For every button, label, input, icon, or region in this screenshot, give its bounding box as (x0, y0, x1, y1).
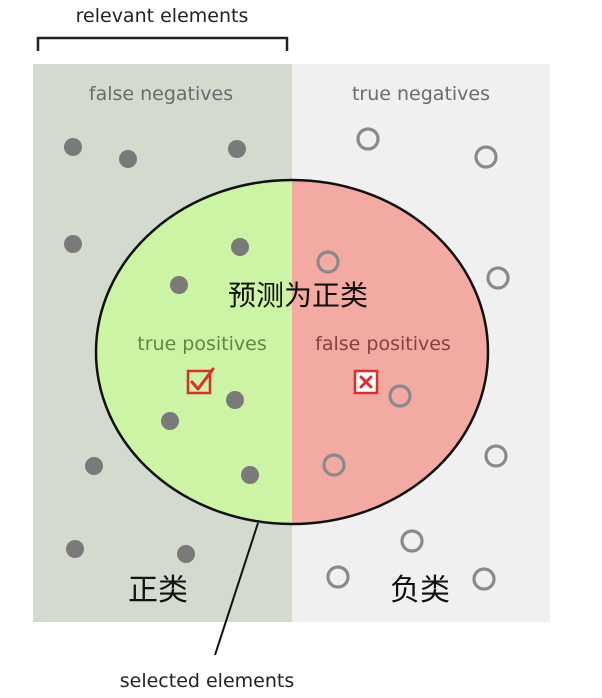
relevant-dot (64, 235, 82, 253)
relevant-elements-label: relevant elements (76, 5, 249, 27)
negative-class-label: 负类 (390, 573, 450, 608)
relevant-dot (161, 412, 179, 430)
relevant-dot (228, 140, 246, 158)
true-positive-area (96, 180, 292, 524)
selected-elements-label: selected elements (120, 670, 295, 692)
irrelevant-rings (316, 127, 510, 591)
selected-elements-outline (94, 178, 490, 526)
true-positives-label: true positives (137, 333, 266, 355)
predicted-positive-label: 预测为正类 (228, 279, 368, 312)
relevant-dot (231, 238, 249, 256)
irrelevant-ring (472, 567, 496, 591)
relevant-dot (85, 457, 103, 475)
irrelevant-ring (356, 127, 380, 151)
relevant-dot (170, 276, 188, 294)
false-positives-label: false positives (315, 333, 451, 355)
false-negatives-label: false negatives (89, 83, 233, 105)
positive-class-label: 正类 (128, 573, 188, 608)
relevant-dot (226, 391, 244, 409)
irrelevant-ring (474, 145, 498, 169)
relevant-dot (119, 150, 137, 168)
irrelevant-ring (484, 444, 508, 468)
irrelevant-ring (326, 565, 350, 589)
cross-box-icon (353, 369, 379, 395)
checkmark-box-icon (186, 367, 215, 395)
irrelevant-ring (388, 384, 412, 408)
irrelevant-ring (316, 250, 340, 274)
relevant-dot (66, 540, 84, 558)
relevant-dots (64, 138, 259, 563)
true-negatives-label: true negatives (352, 83, 490, 105)
irrelevant-ring (486, 266, 510, 290)
irrelevant-ring (322, 453, 346, 477)
relevant-elements-bracket (36, 36, 289, 51)
false-positive-area (292, 180, 488, 524)
relevant-dot (241, 466, 259, 484)
selected-elements-pointer (214, 522, 259, 656)
relevant-dot (177, 545, 195, 563)
relevant-dot (64, 138, 82, 156)
irrelevant-ring (400, 529, 424, 553)
